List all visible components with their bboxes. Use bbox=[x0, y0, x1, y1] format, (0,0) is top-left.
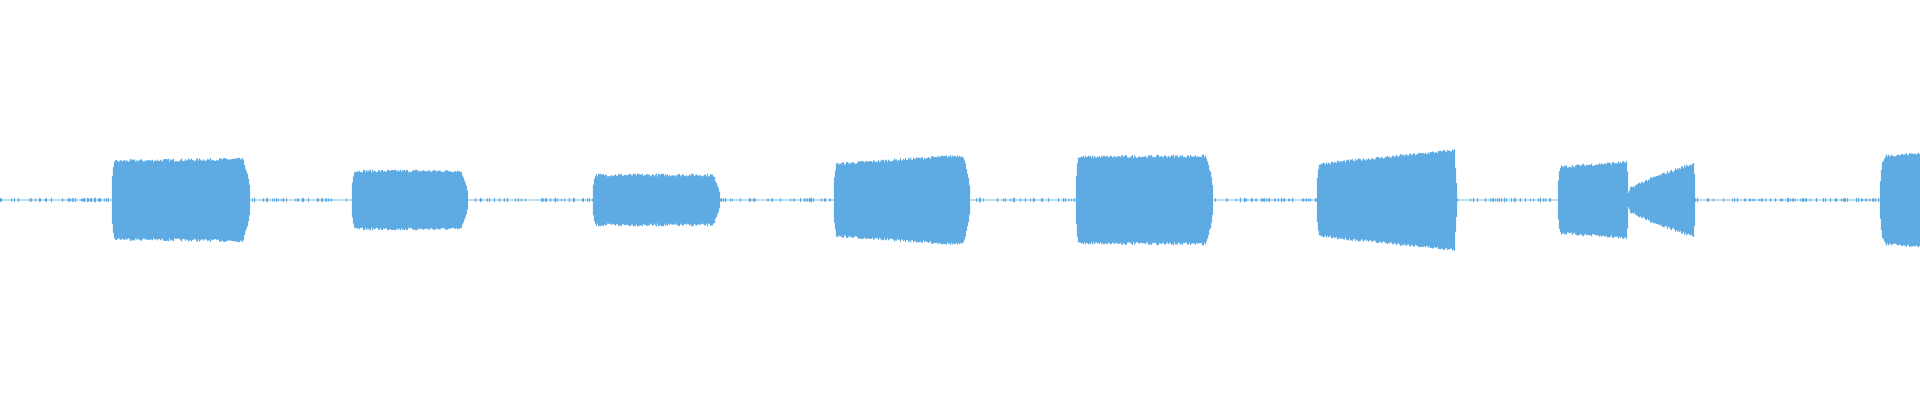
waveform-path bbox=[0, 149, 1920, 251]
